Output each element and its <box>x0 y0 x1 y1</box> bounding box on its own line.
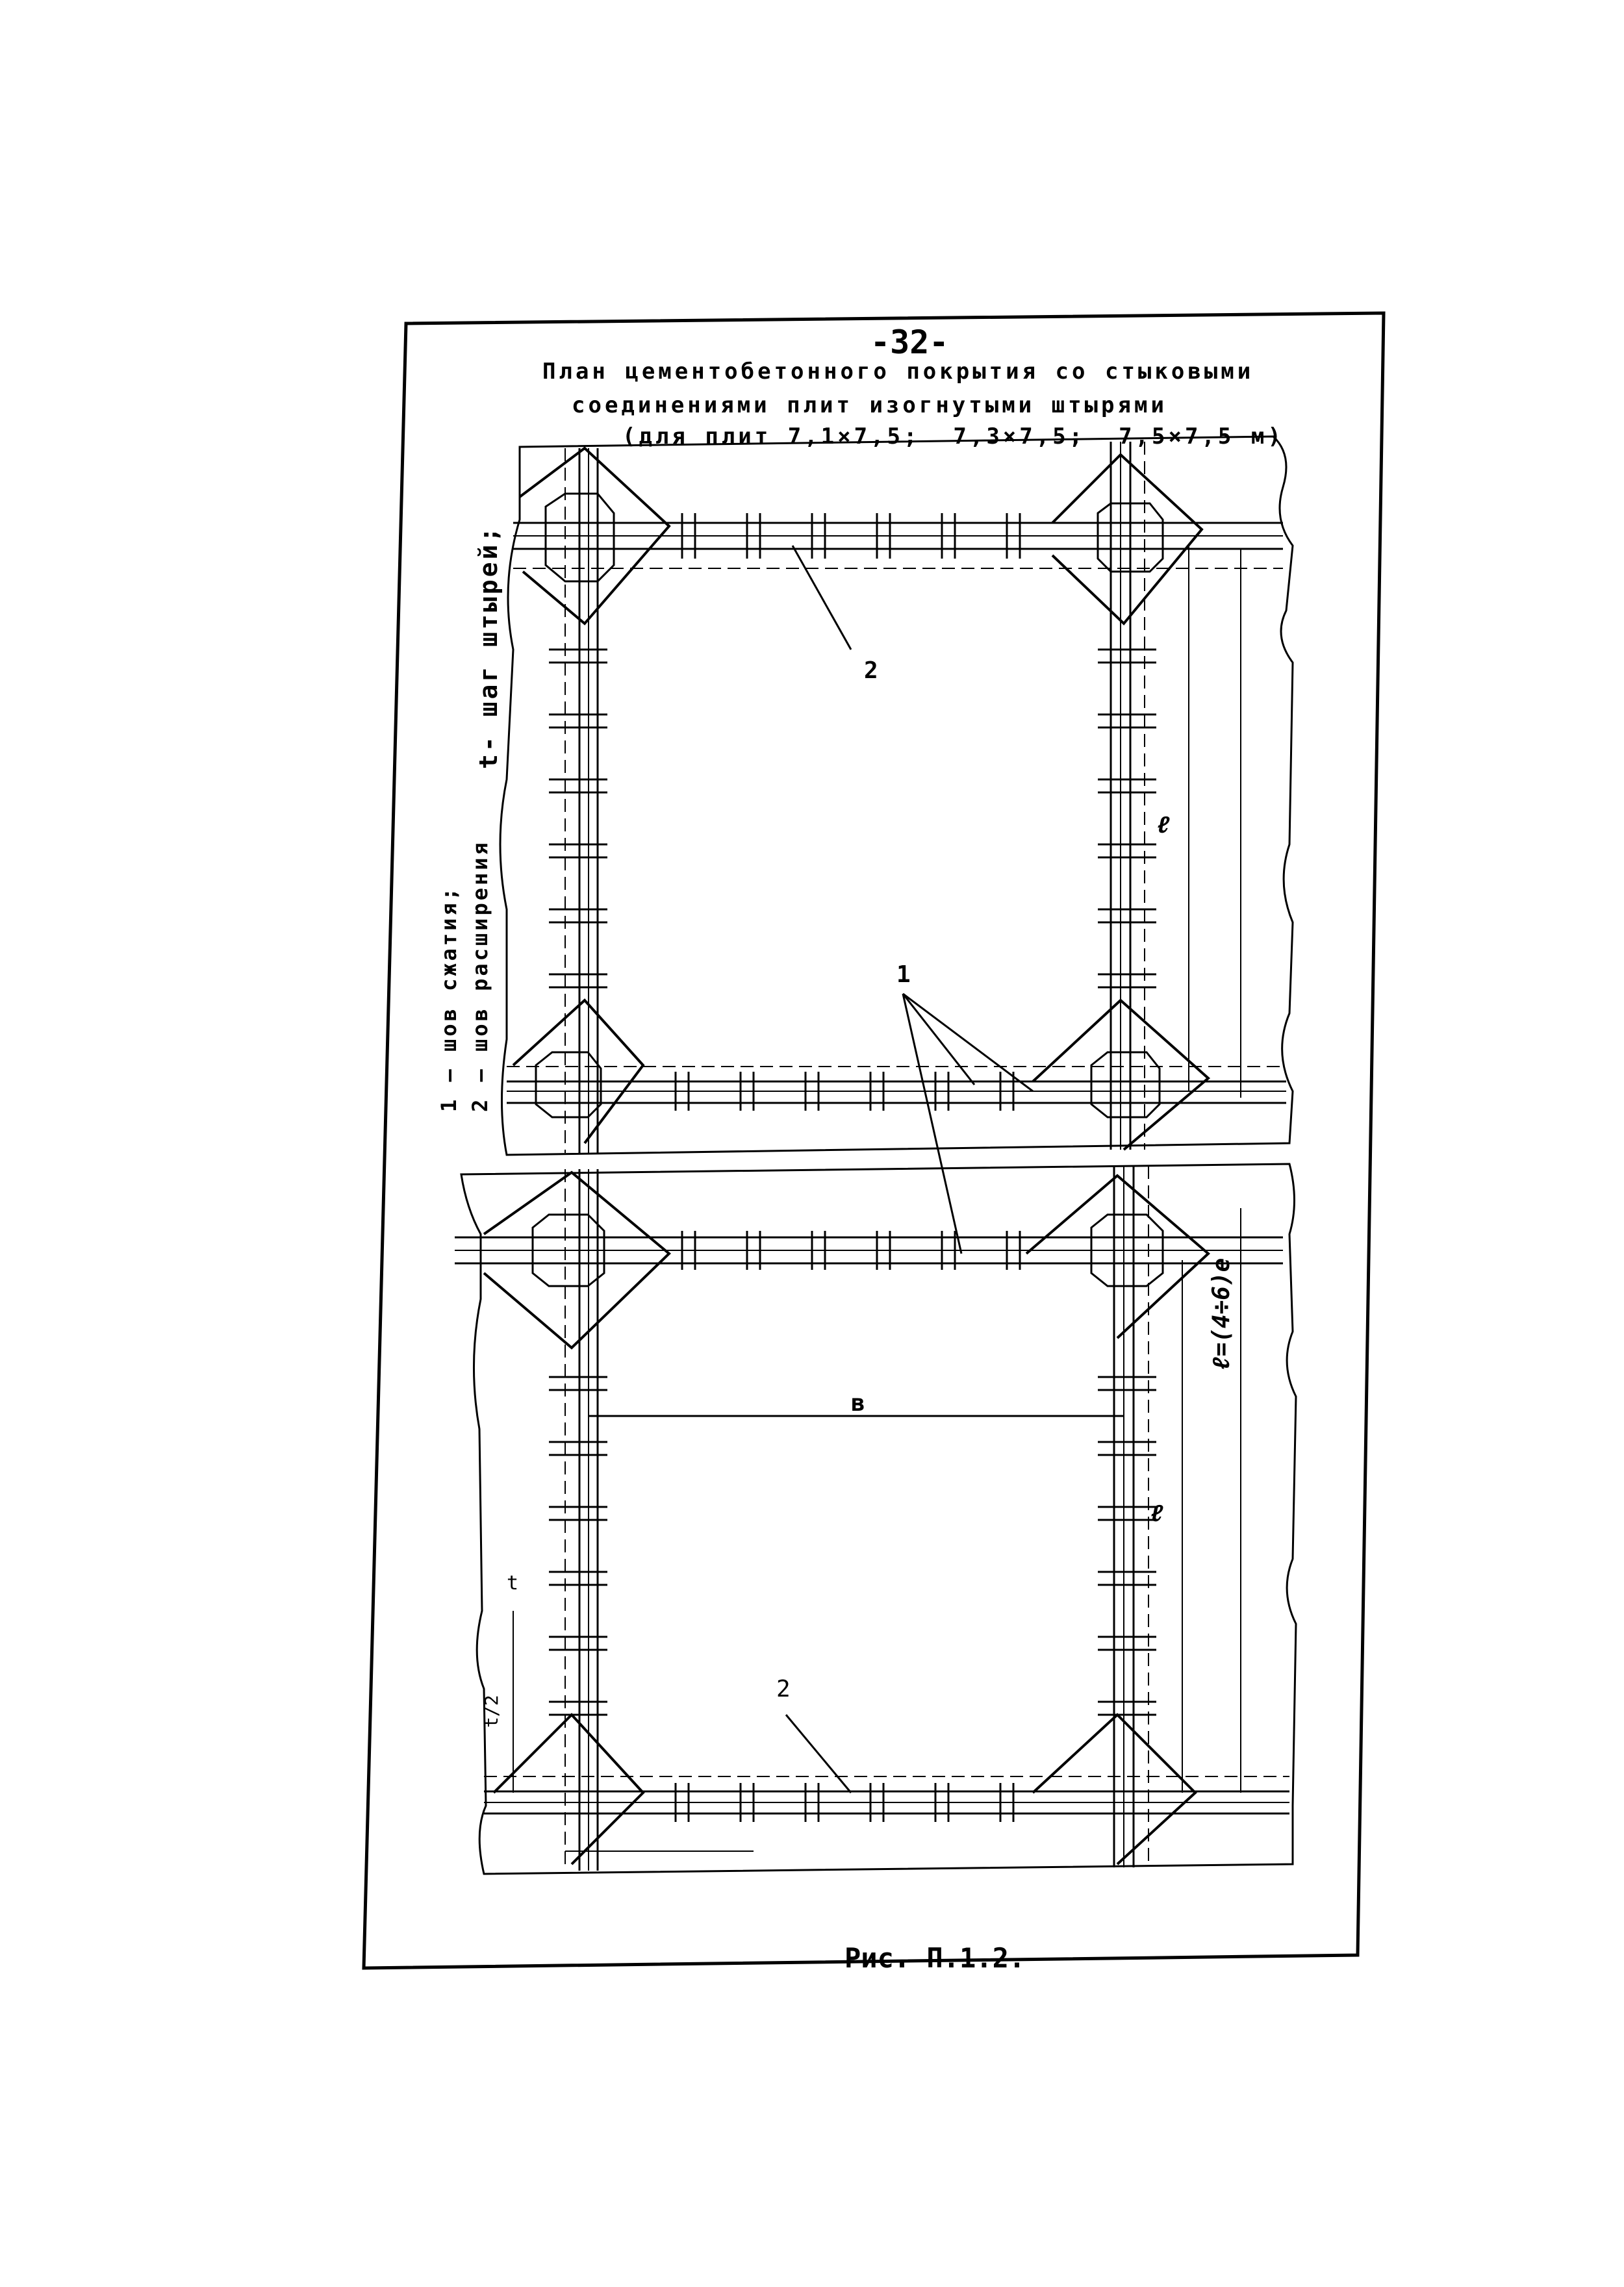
title-line-2: соединениями плит изогнутыми штырями <box>572 392 1167 418</box>
top-panel-outline <box>499 435 1294 1156</box>
legend-line-3: t- шаг штырей; <box>474 524 503 769</box>
label-length-bottom: ℓ <box>1150 1500 1164 1527</box>
label-seam-2-top: 2 <box>864 657 878 684</box>
bottom-panel-joints <box>455 993 1289 1871</box>
label-seam-2-bottom: 2 <box>776 1676 791 1702</box>
label-seam-1: 1 <box>896 961 911 988</box>
label-step: t <box>507 1572 519 1595</box>
legend-line-2: 2 — шов расширения <box>468 840 492 1112</box>
title-line-3: (для плит 7,1×7,5; 7,3×7,5; 7,5×7,5 м) <box>622 423 1284 449</box>
label-width: в <box>851 1390 865 1417</box>
page-number: -32- <box>870 323 949 361</box>
top-panel-joints <box>507 442 1286 1153</box>
legend-line-1: 1 — шов сжатия; <box>437 885 461 1112</box>
label-half-step: t/2 <box>481 1695 502 1728</box>
sheet-border <box>362 311 1386 1970</box>
label-length-formula: ℓ=(4÷6)e <box>1208 1257 1235 1371</box>
title-line-1: План цементобетонного покрытия со стыков… <box>542 359 1254 385</box>
label-length-top: ℓ <box>1156 812 1171 839</box>
figure-caption: Рис. П.1.2. <box>844 1942 1026 1974</box>
bottom-panel-outline <box>460 1163 1297 1875</box>
